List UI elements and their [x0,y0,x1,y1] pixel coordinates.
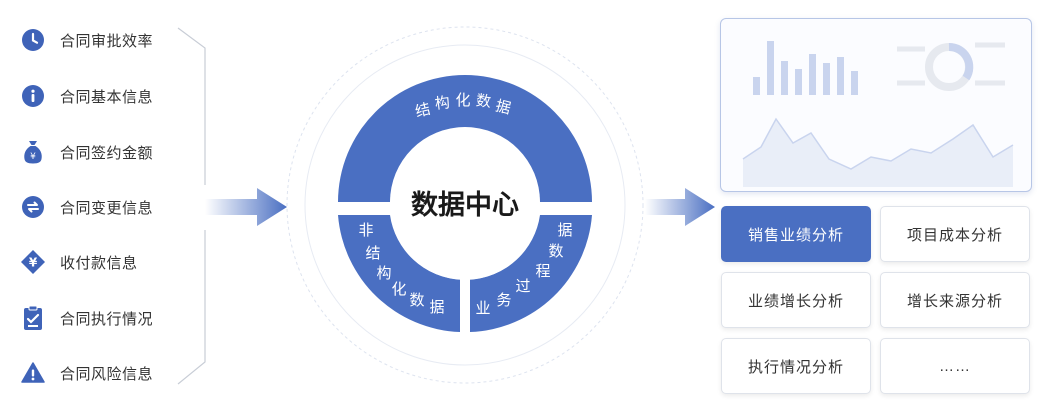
hub-left-char: 结 [365,244,380,262]
arrow-to-hub [205,188,287,226]
source-label: 合同执行情况 [60,310,154,328]
svg-text:¥: ¥ [29,256,38,270]
donut-chart-icon [897,42,1005,91]
hub-top-char: 结 [413,100,432,121]
source-item-approval-efficiency: 合同审批效率 [20,26,153,54]
exchange-icon [20,194,46,220]
info-icon [20,83,46,109]
performance-growth-analysis-button[interactable]: 业绩增长分析 [721,272,871,328]
execution-status-analysis-button[interactable]: 执行情况分析 [721,338,871,394]
dashboard-preview [720,18,1032,192]
hub-title: 数据中心 [411,190,519,221]
dashboard-graphics [742,41,1014,187]
source-item-execution: 合同执行情况 [20,304,153,332]
hub-right-char: 业 [475,299,490,317]
hub-top-char: 化 [455,91,470,109]
source-item-payment-info: ¥ 收付款信息 [20,248,138,276]
project-cost-analysis-button[interactable]: 项目成本分析 [880,206,1030,262]
yuan-icon: ¥ [20,249,46,275]
hub-left-char: 非 [358,221,373,239]
warning-icon [20,360,46,386]
source-list: 合同审批效率 合同基本信息 ¥ 合同签约金额 合同变更信息 ¥ 收付款信息 合同… [0,0,210,412]
hub-right-char: 务 [496,291,511,309]
sales-performance-analysis-button[interactable]: 销售业绩分析 [721,206,871,262]
area-chart-icon [743,119,1013,187]
source-label: 合同基本信息 [60,88,154,106]
hub-left-char: 数 [409,291,424,309]
source-label: 合同审批效率 [60,32,154,50]
hub-top-char: 数 [475,91,492,111]
bar-chart-icon [753,41,858,95]
business-process-data-segment [470,215,592,332]
money-bag-icon: ¥ [20,139,46,165]
svg-text:¥: ¥ [30,152,36,162]
source-item-basic-info: 合同基本信息 [20,82,153,110]
hub-right-char: 过 [515,277,530,295]
checklist-icon [20,305,46,331]
hub-left-char: 化 [391,280,406,298]
source-label: 合同变更信息 [60,199,154,217]
clock-icon [20,27,46,53]
source-item-change-info: 合同变更信息 [20,193,153,221]
structured-data-segment [338,75,592,202]
hub-top-char: 据 [494,97,513,118]
source-item-sign-amount: ¥ 合同签约金额 [20,138,153,166]
growth-source-analysis-button[interactable]: 增长来源分析 [880,272,1030,328]
more-analysis-button[interactable]: …… [880,338,1030,394]
source-label: 合同签约金额 [60,144,154,162]
hub-top-char: 构 [434,93,451,113]
source-bracket [177,27,206,385]
hub-left-char: 据 [429,298,444,316]
hub-right-char: 程 [535,262,550,280]
data-hub: 结 构 化 数 据 非 结 构 化 数 据 业 务 过 程 数 据 数据中心 [286,26,644,384]
hub-right-char: 数 [548,242,563,260]
hub-left-char: 构 [376,264,391,282]
source-label: 收付款信息 [60,254,138,272]
source-label: 合同风险信息 [60,365,154,383]
source-item-risk-info: 合同风险信息 [20,359,153,387]
arrow-to-analysis [645,188,715,226]
hub-right-char: 据 [557,221,572,239]
unstructured-data-segment [338,215,460,332]
